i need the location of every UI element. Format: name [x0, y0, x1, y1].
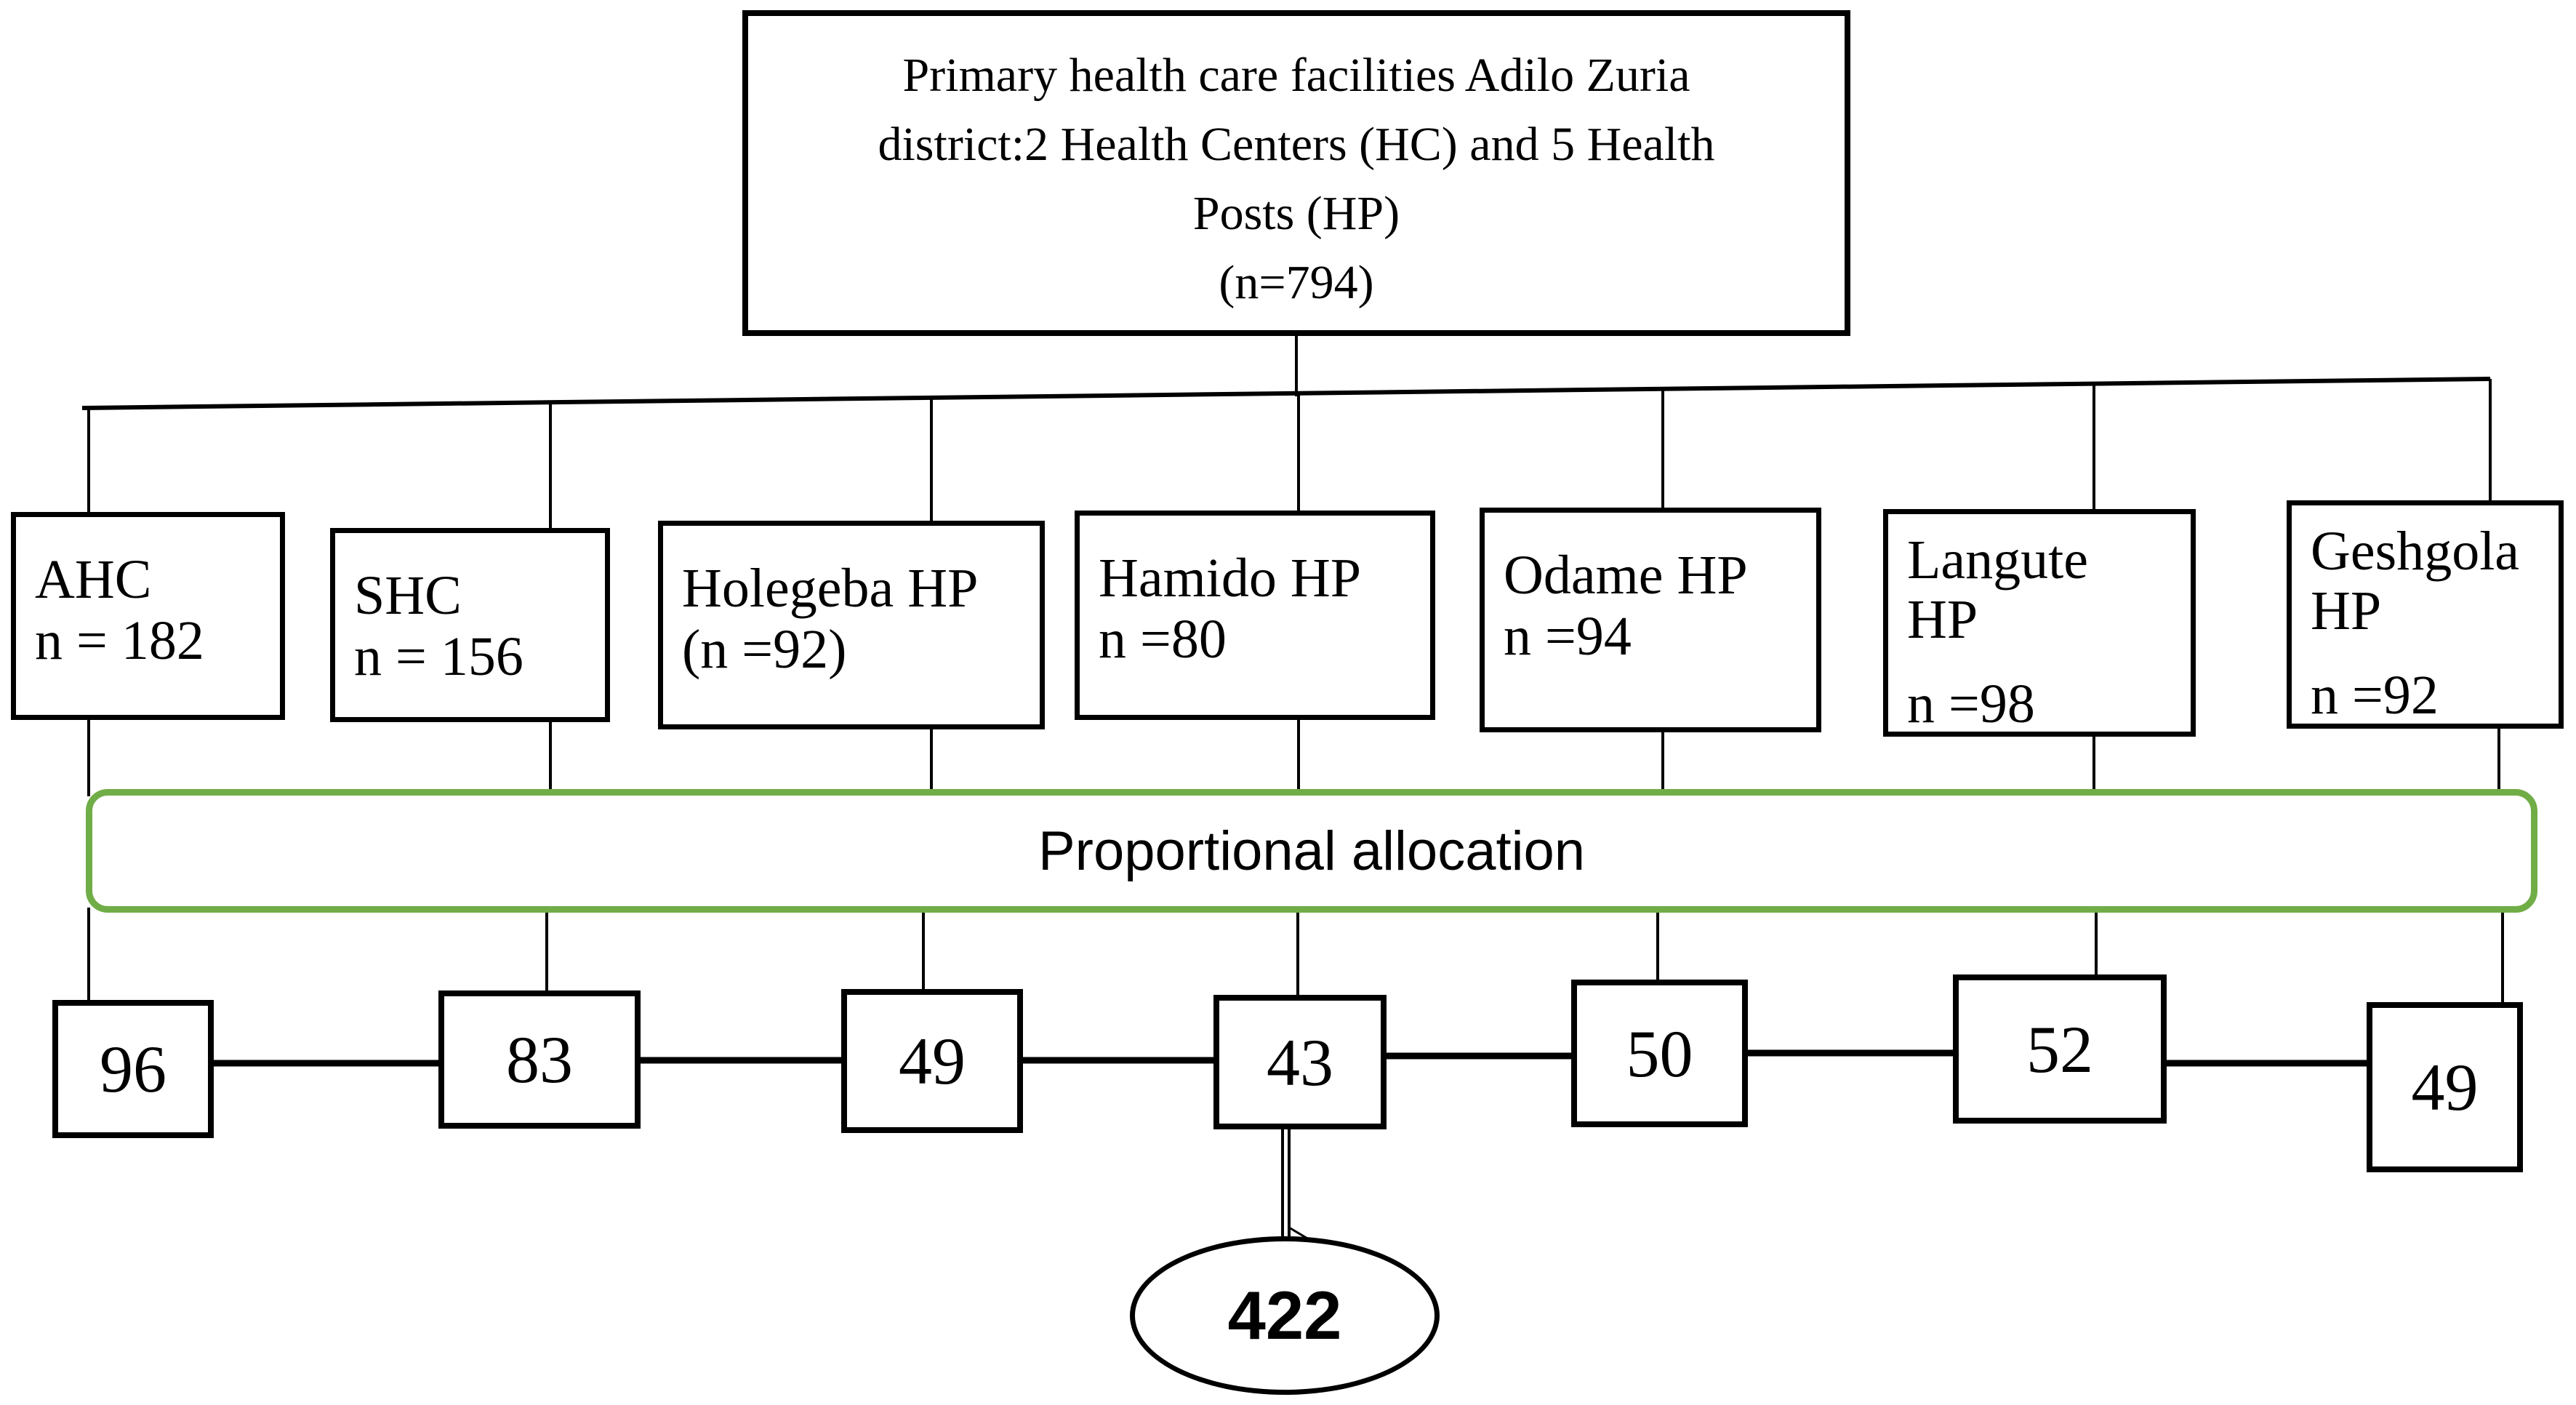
proportional-allocation-label: Proportional allocation: [1038, 820, 1586, 882]
facility-box-hamido: Hamido HP n =80: [1075, 511, 1435, 720]
facility-n: n =80: [1099, 609, 1227, 670]
root-facilities-box: Primary health care facilities Adilo Zur…: [742, 10, 1850, 336]
root-line: Primary health care facilities Adilo Zur…: [902, 49, 1690, 102]
root-sample-size: (n=794): [1219, 256, 1374, 309]
facility-name: AHC: [35, 549, 152, 610]
facility-box-odame: Odame HP n =94: [1480, 508, 1821, 732]
facility-box-geshgola: Geshgola HP n =92: [2287, 500, 2564, 729]
sample-size-value: 50: [1626, 1016, 1693, 1091]
facility-name: HP: [1907, 589, 1978, 650]
total-sample-value: 422: [1227, 1277, 1342, 1353]
sample-size-value: 43: [1267, 1025, 1333, 1100]
facility-box-langute: Langute HP n =98: [1883, 509, 2196, 737]
facility-name: SHC: [354, 565, 462, 626]
facility-n: n =98: [1907, 673, 2035, 734]
sample-size-box-holegeba: 49: [841, 989, 1023, 1133]
facility-name: Hamido HP: [1099, 548, 1361, 609]
sample-size-box-langute: 52: [1953, 974, 2167, 1124]
sample-size-value: 49: [2411, 1050, 2479, 1124]
sample-size-box-odame: 50: [1571, 980, 1748, 1127]
sample-size-box-geshgola: 49: [2367, 1002, 2523, 1172]
root-line: Posts (HP): [1192, 187, 1400, 240]
facility-box-holegeba: Holegeba HP (n =92): [658, 521, 1045, 729]
facility-box-shc: SHC n = 156: [330, 528, 610, 722]
facility-name: Odame HP: [1504, 545, 1748, 606]
facility-name: Langute: [1907, 529, 2089, 591]
proportional-allocation-box: Proportional allocation: [86, 789, 2537, 913]
root-line: district:2 Health Centers (HC) and 5 Hea…: [878, 118, 1715, 171]
facility-name: HP: [2311, 580, 2382, 641]
facility-box-ahc: AHC n = 182: [11, 512, 285, 720]
facility-n: n =92: [2311, 665, 2439, 726]
facility-n: (n =92): [682, 619, 847, 680]
sample-size-box-ahc: 96: [52, 1000, 214, 1138]
sample-size-value: 96: [100, 1032, 166, 1106]
facility-name: Holegeba HP: [682, 558, 979, 619]
sample-size-value: 49: [899, 1024, 966, 1098]
facility-n: n =94: [1504, 606, 1632, 667]
sample-size-value: 83: [506, 1022, 573, 1097]
facility-n: n = 182: [35, 610, 204, 671]
facility-n: n = 156: [354, 626, 523, 687]
sample-size-box-hamido: 43: [1213, 995, 1387, 1129]
sample-size-box-shc: 83: [438, 990, 641, 1129]
total-sample-ellipse: 422: [1130, 1236, 1440, 1395]
facility-name: Geshgola: [2311, 521, 2520, 582]
sample-size-value: 52: [2026, 1012, 2093, 1086]
